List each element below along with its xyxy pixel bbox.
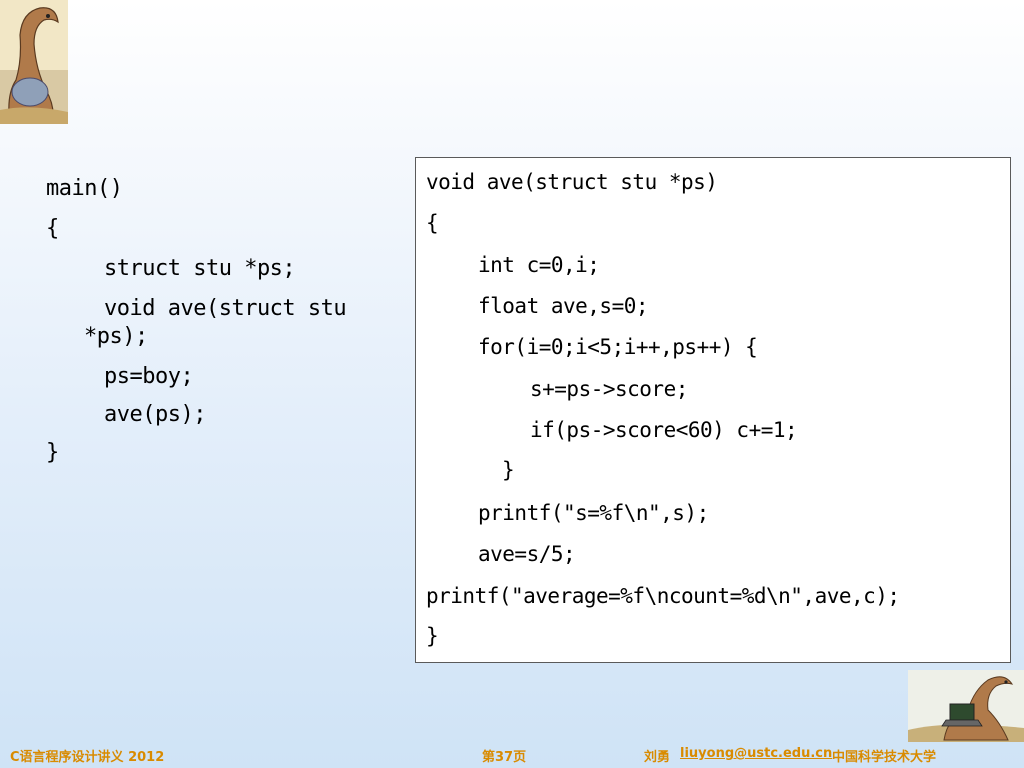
code-line: ave=s/5; bbox=[478, 542, 576, 566]
code-line: ave(ps); bbox=[104, 402, 206, 427]
code-line: } bbox=[426, 624, 439, 648]
code-line: { bbox=[426, 211, 439, 235]
code-line: { bbox=[46, 216, 59, 241]
code-line: s+=ps->score; bbox=[530, 377, 688, 401]
code-line: ps=boy; bbox=[104, 364, 194, 389]
footer-author: 刘勇 bbox=[644, 750, 671, 765]
code-line: if(ps->score<60) c+=1; bbox=[530, 418, 798, 442]
code-line: float ave,s=0; bbox=[478, 294, 649, 318]
code-line: void ave(struct stu bbox=[104, 296, 347, 321]
ave-function-code-box: void ave(struct stu *ps) { int c=0,i; fl… bbox=[415, 157, 1011, 663]
code-line: printf("s=%f\n",s); bbox=[478, 501, 709, 525]
code-line: } bbox=[46, 440, 59, 465]
dinosaur-laptop-logo-icon bbox=[908, 670, 1024, 742]
code-line: struct stu *ps; bbox=[104, 256, 296, 281]
footer-course-title: C语言程序设计讲义 2012 bbox=[10, 750, 165, 765]
code-line: void ave(struct stu *ps) bbox=[426, 170, 718, 194]
slide-footer: C语言程序设计讲义 2012 第37页 刘勇 liuyong@ustc.edu.… bbox=[0, 740, 1024, 768]
code-line: *ps); bbox=[84, 324, 148, 349]
code-line: main() bbox=[46, 176, 123, 201]
code-line: printf("average=%f\ncount=%d\n",ave,c); bbox=[426, 584, 900, 608]
footer-page-number: 第37页 bbox=[482, 750, 527, 765]
footer-email-link[interactable]: liuyong@ustc.edu.cn bbox=[680, 746, 833, 761]
code-line: } bbox=[502, 458, 515, 482]
code-line: for(i=0;i<5;i++,ps++) { bbox=[478, 335, 758, 359]
code-line: int c=0,i; bbox=[478, 253, 600, 277]
dinosaur-logo-icon bbox=[0, 0, 68, 124]
footer-university: 中国科学技术大学 bbox=[832, 750, 937, 765]
